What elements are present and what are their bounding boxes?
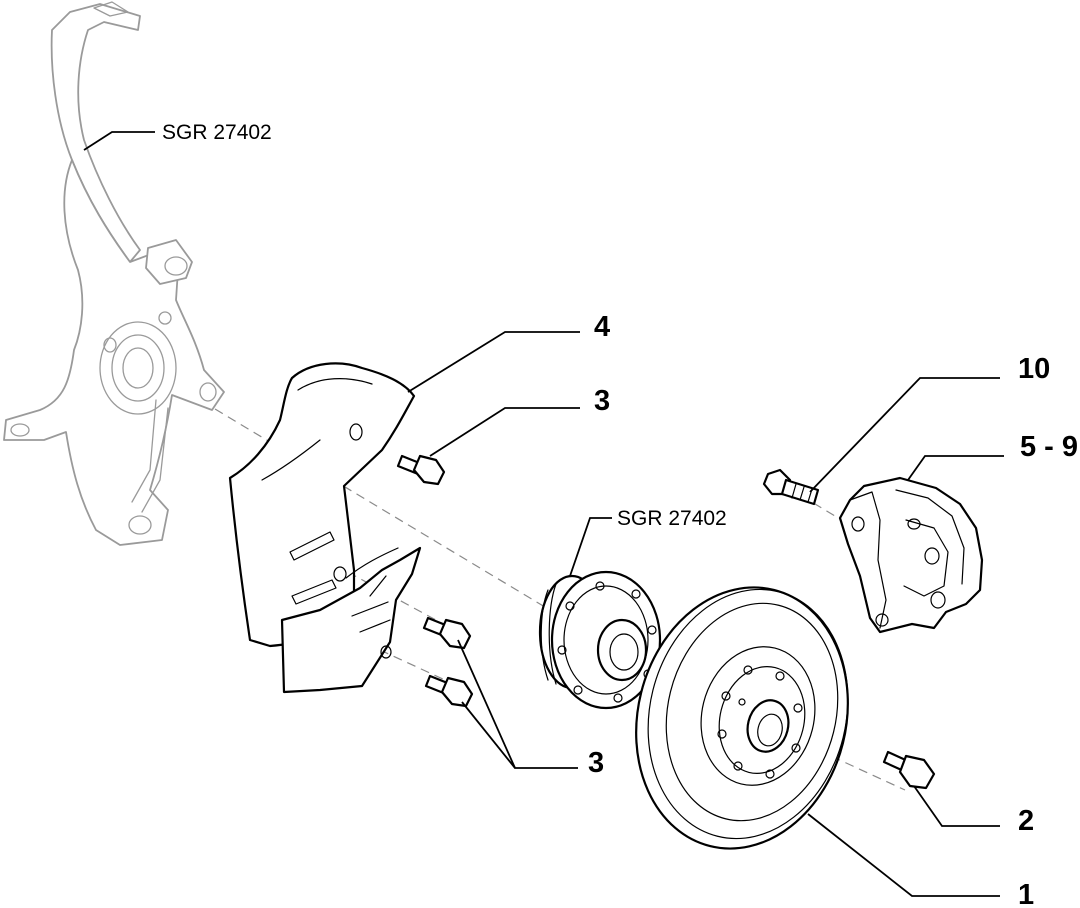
caliper-bridge [895, 489, 965, 585]
dust-shield-bolt-hole-low [380, 645, 392, 659]
disc-retaining-screw [882, 750, 936, 790]
knuckle-pin-boss [145, 239, 193, 285]
caliper-mount-hole-top [924, 547, 940, 565]
knuckle-lug-hole-top [103, 337, 117, 353]
hub-stud-hole-7 [557, 645, 567, 655]
disc-rim-edge [647, 588, 849, 840]
brake-dust-shield [228, 362, 422, 694]
disc-center-bore-inner [757, 713, 783, 747]
callout-part-2: 2 [1018, 805, 1034, 837]
wheel-hub-bearing [538, 570, 662, 710]
callout-ref-knuckle: SGR 27402 [162, 121, 272, 144]
knuckle-rib [131, 399, 169, 513]
hub-center-spigot [596, 618, 648, 682]
disc-rim-outer [635, 586, 849, 850]
dust-shield-slot-2 [291, 579, 337, 605]
disc-stud-hole-5 [765, 769, 775, 779]
leader-ref-knuckle [83, 131, 155, 151]
bolt-head-middle [438, 618, 472, 650]
disc-hat-inner [718, 666, 806, 774]
disc-hat-outer [700, 646, 816, 786]
caliper-pad-hole [851, 516, 865, 532]
disc-stud-hole-1 [743, 665, 753, 675]
shield-bolt-lower [424, 674, 474, 708]
knuckle-bore-inner [111, 334, 165, 402]
dust-shield-rib [345, 547, 399, 597]
callout-part-3-bottom: 3 [588, 747, 604, 779]
hub-stud-hole-2 [631, 589, 641, 599]
caliper-piston-housing [903, 519, 949, 597]
knuckle-lug-hole-bottom [128, 515, 152, 535]
callout-part-4: 4 [594, 311, 610, 343]
hub-stud-hole-5 [613, 693, 623, 703]
disc-stud-hole-7 [717, 729, 727, 739]
callout-labels: SGR 27402 4 3 SGR 27402 10 5 - 9 3 2 1 [162, 121, 1078, 908]
disc-stud-hole-8 [721, 691, 731, 701]
brake-caliper [838, 476, 984, 634]
disc-locator-hole [738, 698, 746, 706]
leader-3-bottom-b [461, 701, 516, 769]
dust-shield-bolt-hole-top [349, 423, 363, 441]
knuckle-body [3, 159, 225, 546]
caliper-pad-hole-low [875, 613, 889, 627]
hub-bearing-ring [540, 583, 557, 685]
hub-stud-hole-6 [573, 685, 583, 695]
bolt-head-upper [412, 454, 446, 486]
dust-shield-lower [280, 546, 422, 694]
hub-stud-hole-1 [595, 581, 605, 591]
leader-10 [809, 377, 1000, 493]
caliper-body [838, 476, 984, 634]
callout-part-1: 1 [1018, 879, 1034, 908]
disc-stud-hole-3 [793, 703, 803, 713]
knuckle-top-detail [93, 1, 129, 17]
screw-head [898, 754, 936, 790]
dust-shield-slot-1 [289, 531, 335, 561]
caliper-mount-hole-bottom [930, 591, 946, 609]
caliper-guide-bolt [762, 468, 820, 506]
dust-shield-fold-line [261, 378, 373, 481]
disc-stud-hole-6 [733, 761, 743, 771]
knuckle-bore-outer [99, 321, 177, 415]
dust-shield-bolt-hole-mid [333, 566, 347, 582]
leader-lines [83, 131, 1004, 897]
knuckle-pin-hole [164, 256, 188, 276]
disc-vent-line [665, 602, 839, 822]
leader-5-9 [907, 455, 1004, 481]
axis-shield-bolts-lower [379, 649, 446, 681]
callout-ref-hub: SGR 27402 [617, 507, 727, 530]
callout-part-3-top: 3 [594, 385, 610, 417]
knuckle-upper-arm [50, 3, 141, 263]
shield-bolt-middle [422, 616, 472, 650]
callout-part-10: 10 [1018, 353, 1050, 385]
leader-2 [913, 785, 1000, 827]
caliper-bleed-nipple [907, 518, 921, 530]
knuckle-lug-hole-left [10, 423, 30, 437]
bolt-head-lower [440, 676, 474, 708]
disc-center-bore [746, 699, 790, 753]
hub-flange-inner [563, 585, 649, 695]
leader-1 [807, 813, 1000, 897]
brake-disc [635, 586, 849, 850]
knuckle-lug-hole-right [199, 382, 217, 402]
shield-bolt-upper [396, 454, 446, 486]
hub-stud-hole-8 [565, 601, 575, 611]
disc-stud-hole-2 [775, 671, 785, 681]
hub-stud-hole-3 [647, 625, 657, 635]
leader-ref-hub [569, 517, 612, 577]
leader-3-top [429, 407, 580, 457]
callout-part-5-9: 5 - 9 [1020, 431, 1078, 463]
dust-shield-lower-slot [351, 601, 391, 633]
disc-stud-hole-4 [791, 743, 801, 753]
hub-center-bore [609, 633, 639, 671]
caliper-pad-edge [849, 491, 887, 629]
leader-4 [407, 331, 580, 393]
steering-knuckle [3, 1, 225, 546]
knuckle-bore-hub [122, 347, 154, 389]
knuckle-lug-hole-upper [158, 311, 172, 325]
